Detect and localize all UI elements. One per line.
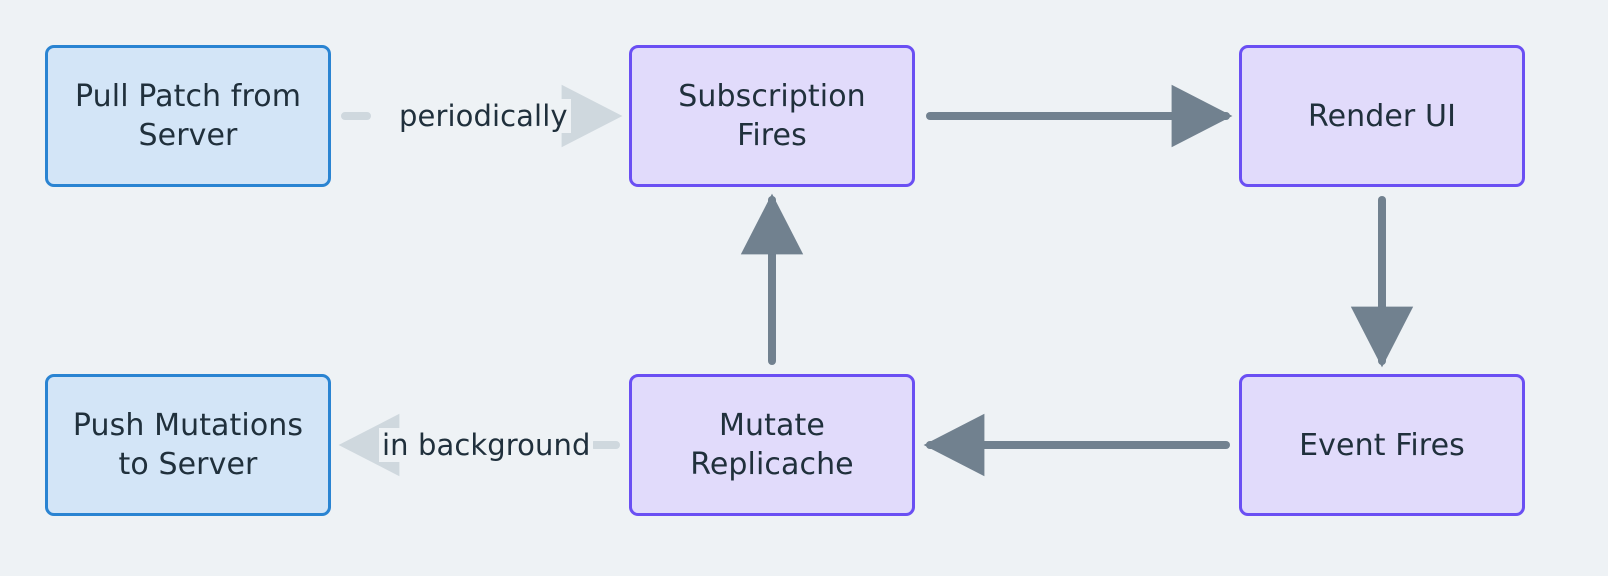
node-push-mutations-to-server[interactable]: Push Mutations to Server xyxy=(45,374,331,516)
node-subscription-fires-label: Subscription Fires xyxy=(678,79,866,153)
node-push-mutations-to-server-label: Push Mutations to Server xyxy=(72,408,304,482)
node-subscription-fires[interactable]: Subscription Fires xyxy=(629,45,915,187)
node-pull-patch-from-server-label: Pull Patch from Server xyxy=(74,79,302,153)
node-render-ui[interactable]: Render UI xyxy=(1239,45,1525,187)
edge-label-in-background: in background xyxy=(379,428,594,462)
node-render-ui-label: Render UI xyxy=(1307,98,1457,134)
node-mutate-replicache[interactable]: Mutate Replicache xyxy=(629,374,915,516)
node-event-fires[interactable]: Event Fires xyxy=(1239,374,1525,516)
node-event-fires-label: Event Fires xyxy=(1299,427,1465,463)
node-pull-patch-from-server[interactable]: Pull Patch from Server xyxy=(45,45,331,187)
edge-label-periodically: periodically xyxy=(396,99,571,133)
node-mutate-replicache-label: Mutate Replicache xyxy=(690,408,854,482)
